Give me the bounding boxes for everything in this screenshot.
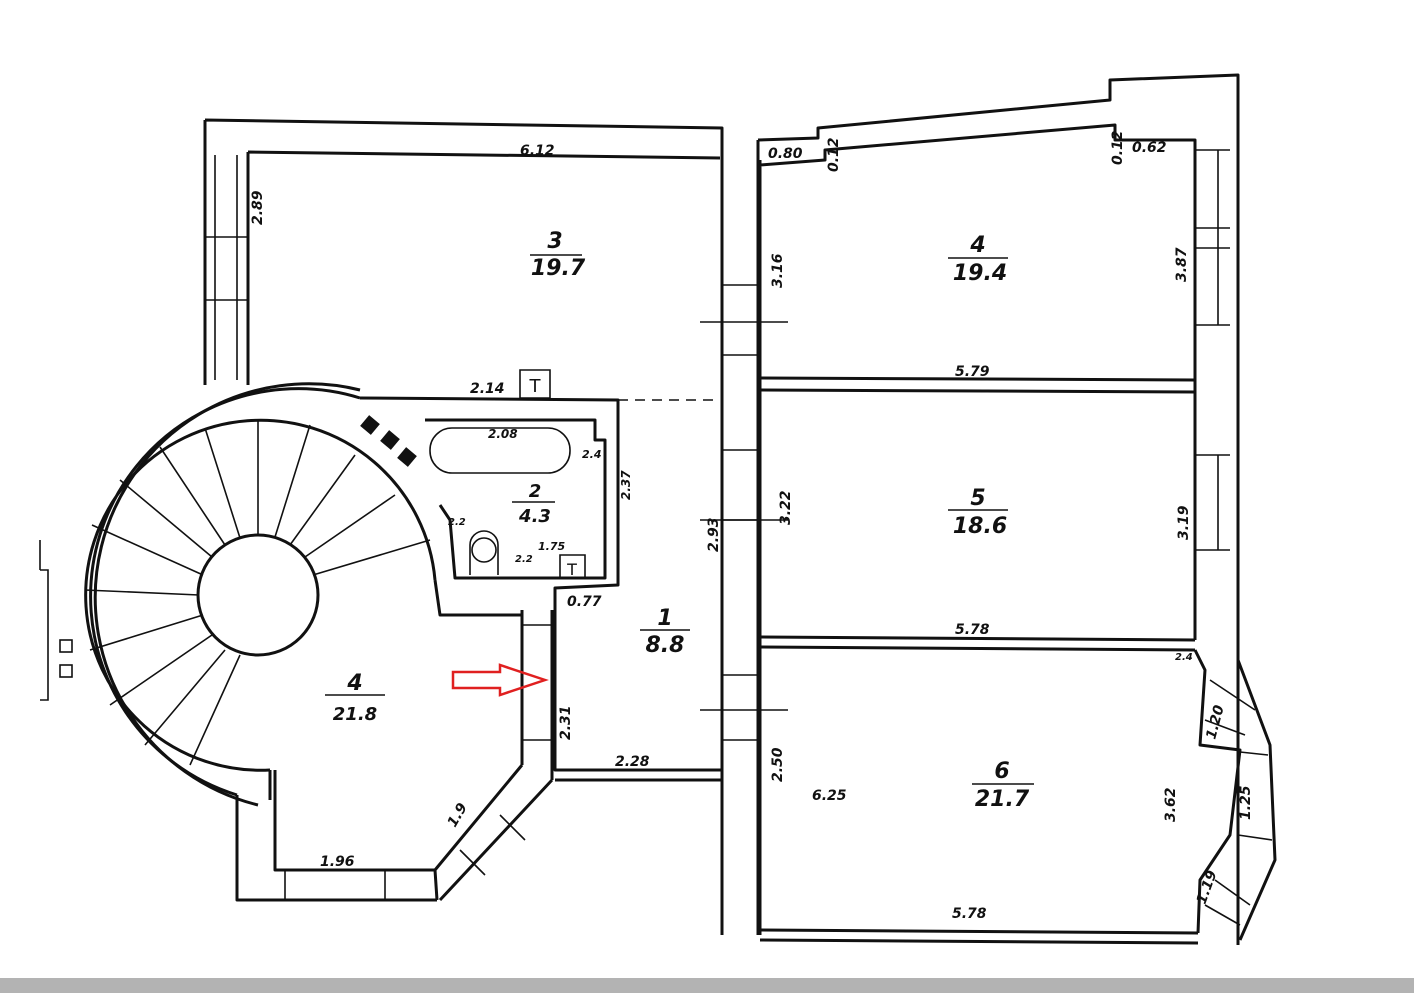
dimension: 1.75 xyxy=(538,540,565,553)
room-number: 4 xyxy=(969,233,985,258)
room-number: 2 xyxy=(529,481,542,502)
dimension: 1.9 xyxy=(445,800,471,830)
room-area: 8.8 xyxy=(646,633,685,658)
room-area: 19.7 xyxy=(531,256,586,281)
vent-icon xyxy=(380,430,400,450)
room-number: 4 xyxy=(346,671,362,696)
dimension: 2.08 xyxy=(488,427,518,441)
arrow-marker-icon xyxy=(451,663,549,697)
vent-icon xyxy=(397,447,417,467)
dimension: 6.25 xyxy=(812,788,847,804)
dimension: 5.78 xyxy=(952,906,987,922)
dimension: 1.96 xyxy=(320,854,355,870)
dimension: 2.14 xyxy=(470,381,505,397)
stair-treads xyxy=(84,420,431,766)
dimension: 1.25 xyxy=(1238,785,1254,820)
vent-icon xyxy=(59,639,73,653)
dimension: 5.79 xyxy=(955,364,990,380)
dimension: 2.28 xyxy=(615,754,650,770)
dimension: 3.22 xyxy=(778,490,794,525)
dimension: 0.80 xyxy=(768,146,803,162)
dimension: 3.62 xyxy=(1163,787,1179,822)
room-area: 18.6 xyxy=(953,514,1007,539)
dimension: 2.31 xyxy=(558,705,574,740)
room-labels: 3 19.7 4 19.4 5 18.6 6 21.7 1 8.8 2 4.3 … xyxy=(325,229,1034,812)
room-number: 3 xyxy=(547,229,562,254)
dimension: 3.16 xyxy=(770,253,786,288)
room-number: 5 xyxy=(970,486,985,511)
dimension: 0.12 xyxy=(1110,130,1126,165)
walls xyxy=(39,73,1277,945)
room-area: 21.8 xyxy=(333,704,377,725)
toilet-tank-label: T xyxy=(529,376,542,397)
dimension: 2.50 xyxy=(770,747,786,782)
dimension: 2.89 xyxy=(250,190,266,225)
vent-label: T xyxy=(566,560,577,579)
dimension: 0.62 xyxy=(1132,140,1167,156)
vent-icon xyxy=(59,664,73,678)
dimension: 2.4 xyxy=(1175,652,1193,663)
dimension: 0.12 xyxy=(826,137,842,172)
dimension: 6.12 xyxy=(520,143,555,159)
dimension: 2.2 xyxy=(448,517,466,528)
dimension: 0.77 xyxy=(567,594,602,610)
room-area: 19.4 xyxy=(953,261,1007,286)
dimension: 2.37 xyxy=(619,470,633,500)
room-number: 1 xyxy=(657,606,672,631)
dimension: 3.87 xyxy=(1174,247,1190,282)
dimension: 3.19 xyxy=(1176,505,1192,540)
dimension: 2.93 xyxy=(706,517,722,552)
dimension: 2.4 xyxy=(582,448,602,461)
dimension: 1.19 xyxy=(1194,868,1221,906)
vent-icon xyxy=(360,415,380,435)
dimension: 2.2 xyxy=(515,554,533,565)
room-area: 4.3 xyxy=(518,506,551,527)
room-number: 6 xyxy=(994,759,1009,784)
bottom-bar xyxy=(0,978,1414,993)
dimension: 1.20 xyxy=(1203,703,1227,741)
room-area: 21.7 xyxy=(975,787,1030,812)
dimension: 5.78 xyxy=(955,622,990,638)
dimension-labels: 6.12 2.89 3.16 3.87 0.80 0.12 0.12 0.62 … xyxy=(250,130,1254,922)
